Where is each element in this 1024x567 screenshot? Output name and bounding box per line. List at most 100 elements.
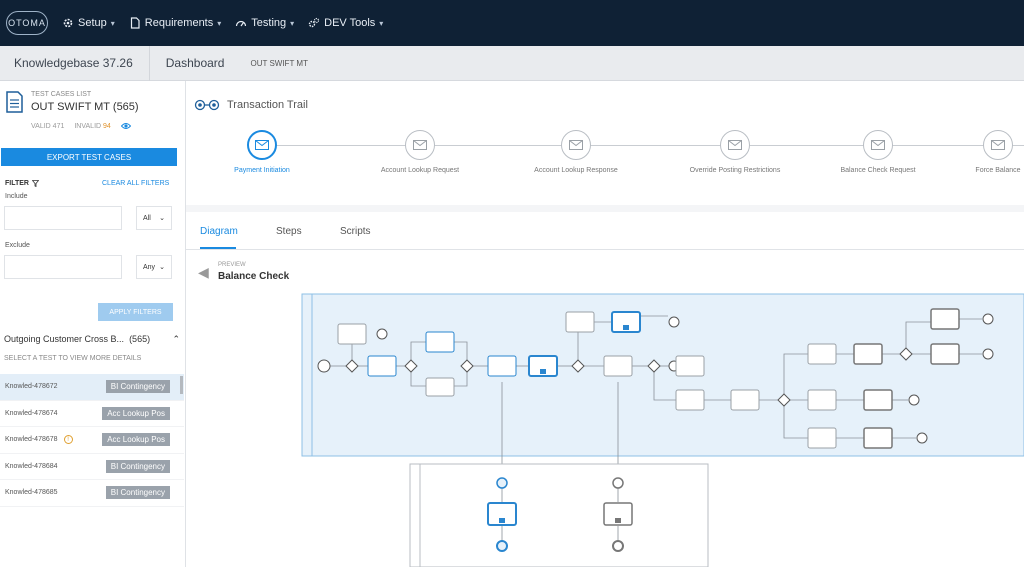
test-case-id: Knowled-478672 xyxy=(5,383,58,391)
export-test-cases-button[interactable]: EXPORT TEST CASES xyxy=(1,148,177,166)
trail-step-label: Payment Initiation xyxy=(234,167,290,174)
gear-icon xyxy=(63,18,73,28)
nav-setup[interactable]: Setup ▾ xyxy=(62,17,115,29)
test-case-id: Knowled-478684 xyxy=(5,462,58,470)
envelope-icon xyxy=(991,140,1005,150)
trail-connector-line xyxy=(262,145,1024,146)
chevron-up-icon[interactable]: ⌃ xyxy=(172,334,180,344)
clear-all-filters-link[interactable]: CLEAR ALL FILTERS xyxy=(102,180,170,187)
nav-testing[interactable]: Testing ▾ xyxy=(235,17,294,29)
filter-label: FILTER xyxy=(5,180,29,187)
top-navbar: OTOMA Setup ▾ Requirements ▾ Testing ▾ D… xyxy=(0,0,1024,46)
test-cases-list-title: OUT SWIFT MT (565) xyxy=(31,101,139,113)
chevron-down-icon: ▾ xyxy=(110,18,115,28)
exclude-select[interactable]: Any ⌄ xyxy=(136,255,172,279)
test-case-id: Knowled-478678 xyxy=(5,436,58,444)
chevron-down-icon: ▾ xyxy=(217,18,222,28)
trail-step[interactable]: Override Posting Restrictions xyxy=(670,130,800,174)
test-cases-list-name: OUT SWIFT MT xyxy=(31,101,110,113)
test-case-id-wrap: Knowled-478685 xyxy=(5,489,58,496)
test-case-tag: BI Contingency xyxy=(105,380,170,394)
gears-icon xyxy=(308,17,320,28)
test-group-header[interactable]: Outgoing Customer Cross B... (565) ⌃ xyxy=(4,334,180,345)
test-case-row[interactable]: Knowled-478684 BI Contingency xyxy=(0,454,184,480)
chevron-down-icon: ▾ xyxy=(290,18,295,28)
breadcrumb-dashboard[interactable]: Dashboard xyxy=(165,56,225,70)
eye-icon[interactable] xyxy=(120,122,131,130)
select-test-hint: SELECT A TEST TO VIEW MORE DETAILS xyxy=(4,355,142,362)
trail-step[interactable]: Account Lookup Request xyxy=(355,130,485,174)
trail-step-label: Force Balance xyxy=(975,167,1021,174)
trail-step-label: Account Lookup Request xyxy=(380,167,460,174)
test-cases-list-label: TEST CASES LIST xyxy=(31,91,92,98)
transaction-trail-title: Transaction Trail xyxy=(227,99,308,111)
valid-count: VALID 471 xyxy=(31,122,65,130)
trail-step-label: Account Lookup Response xyxy=(534,167,618,174)
bpmn-diagram[interactable] xyxy=(186,292,1024,567)
test-case-id: Knowled-478674 xyxy=(5,409,58,417)
test-case-row[interactable]: Knowled-478674 Acc Lookup Pos xyxy=(0,401,184,427)
trail-step-node xyxy=(405,130,435,160)
breadcrumb-knowledgebase[interactable]: Knowledgebase 37.26 xyxy=(14,56,133,70)
back-arrow-icon[interactable]: ◀ xyxy=(198,264,209,280)
test-case-row[interactable]: Knowled-478672 BI Contingency xyxy=(0,374,184,401)
trail-step-label: Override Posting Restrictions xyxy=(689,167,781,174)
exclude-label: Exclude xyxy=(5,242,30,249)
test-group-title: Outgoing Customer Cross B... (565) xyxy=(4,334,151,344)
trail-step-node xyxy=(720,130,750,160)
trail-step[interactable]: Payment Initiation xyxy=(197,130,327,174)
envelope-icon xyxy=(728,140,742,150)
warning-icon: ! xyxy=(63,435,73,445)
test-cases-document-icon xyxy=(6,91,23,113)
apply-filters-button[interactable]: APPLY FILTERS xyxy=(98,303,173,321)
exclude-input[interactable] xyxy=(4,255,122,279)
nav-testing-label: Testing xyxy=(251,17,287,29)
nav-setup-label: Setup xyxy=(78,17,107,29)
test-case-row[interactable]: Knowled-478678!Acc Lookup Pos xyxy=(0,427,184,454)
envelope-icon xyxy=(413,140,427,150)
chevron-down-icon: ▾ xyxy=(379,18,384,28)
sidebar: TEST CASES LIST OUT SWIFT MT (565) VALID… xyxy=(0,81,186,567)
transaction-trail-panel: Transaction Trail Payment Initiation Acco… xyxy=(186,81,1024,205)
list-scrollbar[interactable] xyxy=(180,376,183,394)
breadcrumb-current: OUT SWIFT MT xyxy=(250,58,308,68)
test-cases-list-count: (565) xyxy=(112,101,139,113)
trail-step-node xyxy=(561,130,591,160)
trail-step[interactable]: Account Lookup Response xyxy=(511,130,641,174)
nav-requirements[interactable]: Requirements ▾ xyxy=(129,17,222,29)
include-input[interactable] xyxy=(4,206,122,230)
chevron-down-icon: ⌄ xyxy=(159,215,165,222)
envelope-icon xyxy=(255,140,269,150)
tab-scripts[interactable]: Scripts xyxy=(340,226,371,237)
include-select[interactable]: All ⌄ xyxy=(136,206,172,230)
include-select-value: All xyxy=(143,214,151,222)
app-logo[interactable]: OTOMA xyxy=(6,11,48,35)
tab-diagram[interactable]: Diagram xyxy=(200,226,238,237)
test-case-tag: Acc Lookup Pos xyxy=(102,406,170,420)
tab-steps[interactable]: Steps xyxy=(276,226,302,237)
breadcrumb-divider xyxy=(148,45,150,81)
include-label: Include xyxy=(5,193,28,200)
preview-label: PREVIEW xyxy=(218,262,246,268)
test-case-row[interactable]: Knowled-478685 BI Contingency xyxy=(0,480,184,507)
test-case-id-wrap: Knowled-478672 xyxy=(5,383,58,390)
active-tab-indicator xyxy=(200,247,236,249)
envelope-icon xyxy=(569,140,583,150)
test-case-tag: BI Contingency xyxy=(105,459,170,473)
trail-step-node xyxy=(863,130,893,160)
trail-step-label: Balance Check Request xyxy=(840,167,916,174)
document-icon xyxy=(130,17,140,29)
exclude-select-value: Any xyxy=(143,263,156,271)
trail-step[interactable]: Force Balance xyxy=(933,130,1024,174)
nav-dev-tools[interactable]: DEV Tools ▾ xyxy=(308,17,383,29)
trail-nodes-icon xyxy=(194,99,220,111)
test-case-id-wrap: Knowled-478684 xyxy=(5,463,58,470)
trail-step[interactable]: Balance Check Request xyxy=(813,130,943,174)
trail-step-node xyxy=(247,130,277,160)
test-case-id: Knowled-478685 xyxy=(5,489,58,497)
nav-dev-tools-label: DEV Tools xyxy=(324,17,376,29)
test-case-tag: BI Contingency xyxy=(105,486,170,500)
breadcrumb: Knowledgebase 37.26 Dashboard OUT SWIFT … xyxy=(0,45,1024,81)
test-case-id-wrap: Knowled-478678! xyxy=(5,435,73,445)
